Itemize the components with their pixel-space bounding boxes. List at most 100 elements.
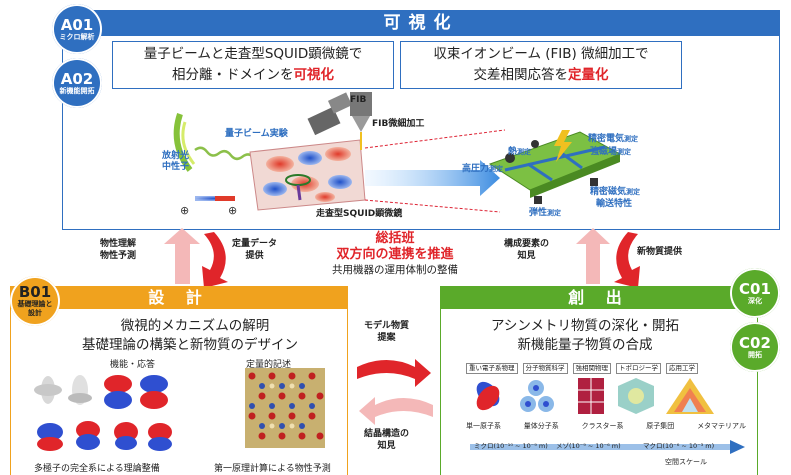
text-model-material: モデル物質 提案 [364,321,410,343]
badge-c01-code: C01 [739,279,771,298]
magnet-icon [590,178,598,186]
visualize-left-line1: 量子ビームと走査型SQUID顕微鏡で [143,46,363,62]
design-header: 設 計 [10,286,348,309]
scale-axis-label: 空間スケール [665,458,707,466]
label-hp-main: 高圧力 [462,164,490,174]
scale-meso: メゾ(10⁻⁹ ~ 10⁻⁶ m) [556,442,621,450]
visualize-left-line2-pre: 相分離・ドメインを [172,67,294,83]
label-fib-process: FIB微細加工 [372,119,425,129]
design-caption-left: 多極子の完全系による理論整備 [34,464,160,474]
pressure-icon [505,153,515,163]
visualize-panel [62,10,780,230]
fib-column-icon [350,92,372,116]
label-pm-main: 精密磁気 [590,187,627,197]
detector-icon [307,106,341,136]
label-pm-measure: 測定 [626,188,641,196]
label-heat-main: 熱 [508,147,518,157]
visualize-right-emph: 定量化 [568,67,609,83]
category-molecular: 分子物質科学 [522,363,568,374]
visualize-box-right: 収束イオンビーム (FIB) 微細加工で 交差相関応答を定量化 [400,41,682,89]
badge-b01-label: 基礎理論と 設計 [17,300,53,317]
badge-a02: A02 新機能開拓 [52,58,102,108]
label-pe-measure: 測定 [624,135,639,143]
label-precision-mag: 精密磁気測定 [590,186,640,198]
center-arrows [164,228,640,288]
label-hp-measure: 測定 [489,165,504,173]
design-caption-right: 第一原理計算による物性予測 [214,464,331,474]
single-atom-icon [476,381,500,411]
scale-macro: マクロ(10⁻⁶ ~ 10⁻³ m) [643,442,715,450]
visualize-left-line2: 相分離・ドメインを可視化 [113,65,393,86]
design-sub-right: 定量的記述 [246,360,292,370]
center-sub: 共用機器の運用体制の整備 [332,264,458,276]
badge-c02: C02 開拓 [730,322,780,372]
item-metamaterial: メタマテリアル [697,422,746,430]
arrow-right-up [576,228,610,284]
visualize-right-line2: 交差相関応答を定量化 [401,65,681,86]
badge-b01-code: B01 [18,283,52,301]
axis-icon-left: ⊕ [180,204,189,217]
label-sf-measure: 測定 [617,148,632,156]
label-high-pressure: 高圧力測定 [462,163,503,175]
category-heavy-electron: 重い電子系物理 [466,363,518,374]
scale-axis-arrow [470,440,745,454]
design-line2: 基礎理論の構築と新物質のデザイン [82,337,298,353]
design-line1: 微視的メカニズムの解明 [120,318,270,334]
create-illustration [476,378,714,414]
badge-c02-label: 開拓 [748,350,762,359]
label-el-main: 弾性 [529,208,548,218]
label-heat: 熱測定 [508,146,531,158]
badge-a01: A01 ミクロ解析 [52,4,102,54]
category-correlated: 強相関物理 [572,363,611,374]
visualize-header: 可視化 [62,10,780,36]
metamaterial-icon [666,378,714,414]
design-title: 設 計 [148,288,210,307]
create-items: 単一原子系 量体分子系 クラスター系 原子集団 メタマテリアル [466,422,746,431]
badge-c01: C01 深化 [730,268,780,318]
text-left-up: 物性理解 物性予測 [100,239,137,261]
item-cluster: クラスター系 [581,422,624,430]
visualize-right-line2-pre: 交差相関応答を [473,67,569,83]
visualize-left-emph: 可視化 [293,67,335,83]
arrow-right-down [614,232,640,288]
center-slogan: 双方向の連携を推進 [336,247,454,262]
design-sub-left: 機能・応答 [110,360,156,370]
text-left-down: 定量データ 提供 [232,239,278,261]
atom-assembly-icon [618,378,654,414]
middle-arrows [357,359,433,425]
category-topology: トポロジー学 [616,363,661,374]
label-fib: FIB [350,95,367,105]
cluster-icon [578,378,604,414]
center-title: 総括班 [375,231,415,246]
badge-a02-code: A02 [60,69,94,88]
create-categories: 重い電子系物理 分子物質科学 強相関物理 トポロジー学 応用工学 [466,363,746,374]
label-strong-field: 強磁場測定 [590,146,631,158]
arrow-crystal [359,397,433,425]
arrow-model-material [357,359,431,387]
badge-b01: B01 基礎理論と 設計 [10,276,60,326]
label-sf-main: 強磁場 [590,147,618,157]
create-title: 創 出 [568,288,630,307]
visualize-title: 可視化 [383,13,459,33]
item-molecular: 量体分子系 [523,422,559,430]
label-precision-elec: 精密電気測定 [588,133,638,145]
category-applied: 応用工学 [666,363,698,374]
text-right-down: 新物質提供 [637,247,683,257]
axis-icon-right: ⊕ [228,204,237,217]
create-line1: アシンメトリ物質の深化・開拓 [490,318,680,334]
label-radiation: 放射光 [162,151,190,161]
molecular-icon [520,380,554,412]
arrow-left-down [202,232,228,288]
process-arrow [365,160,500,196]
text-crystal: 結晶構造の 知見 [364,429,410,451]
label-neutron: 中性子 [162,162,190,172]
item-atom-assembly: 原子集団 [646,422,675,430]
visualize-illustration: ⊕ ⊕ [173,92,622,217]
item-single-atom: 単一原子系 [466,422,501,430]
elastic-icon [534,196,542,204]
visualize-right-line1: 収束イオンビーム (FIB) 微細加工で [433,46,649,62]
badge-c01-label: 深化 [748,296,762,305]
badge-a01-label: ミクロ解析 [59,32,95,41]
label-quantum-beam: 量子ビーム実験 [225,129,288,139]
badge-a01-code: A01 [60,15,94,34]
